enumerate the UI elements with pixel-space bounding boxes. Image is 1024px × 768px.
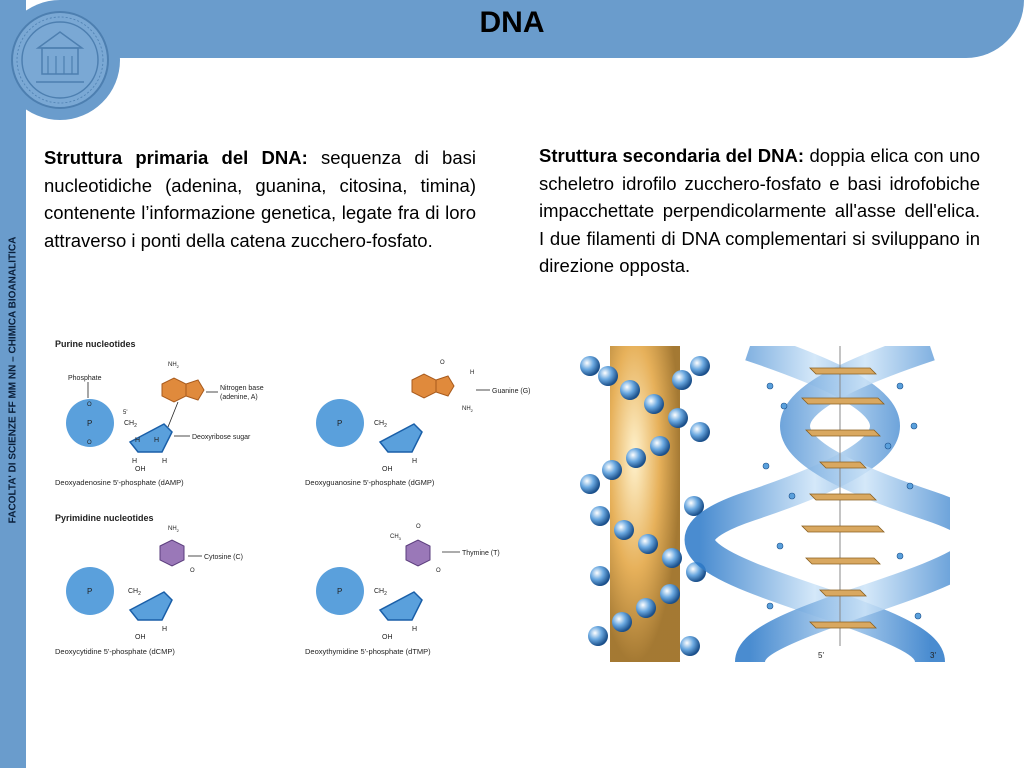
- five-prime-end-label: 5': [818, 651, 824, 660]
- damp-molecule: Phosphate P O O 5' CH2 H H H H OH NH2 Ni…: [55, 362, 264, 487]
- phosphate-sphere: [316, 567, 364, 615]
- primary-structure-heading: Struttura primaria del DNA:: [44, 147, 308, 168]
- adenine-ring-b: [185, 379, 205, 401]
- header-band: [60, 0, 1024, 58]
- thymine-label: Thymine (T): [462, 550, 500, 557]
- university-seal-icon: [11, 11, 109, 109]
- adenine-ring-a: [161, 377, 187, 403]
- svg-text:OH: OH: [382, 466, 393, 473]
- svg-text:O: O: [416, 524, 421, 530]
- guanine-ring-b: [435, 375, 455, 397]
- three-prime-end-label: 3': [930, 651, 936, 660]
- svg-text:O: O: [436, 568, 441, 574]
- thymine-ring: [405, 539, 431, 567]
- svg-text:O: O: [87, 440, 92, 446]
- svg-text:H: H: [470, 370, 474, 376]
- svg-text:OH: OH: [135, 634, 146, 641]
- deoxyribose-ring: [128, 423, 173, 453]
- phosphate-sphere: [66, 567, 114, 615]
- svg-text:P: P: [87, 587, 92, 596]
- svg-text:H: H: [132, 458, 137, 465]
- svg-text:H: H: [412, 626, 417, 633]
- deoxyribose-label: Deoxyribose sugar: [192, 434, 251, 441]
- svg-text:H: H: [154, 437, 159, 444]
- phosphate-label: Phosphate: [68, 375, 102, 382]
- nitrogen-base-label: Nitrogen base: [220, 385, 264, 392]
- secondary-structure-body: doppia elica con uno scheletro idrofilo …: [539, 145, 981, 276]
- guanine-ring-a: [411, 373, 437, 399]
- svg-text:5': 5': [123, 410, 127, 416]
- secondary-structure-heading: Struttura secondaria del DNA:: [539, 145, 805, 166]
- svg-text:O: O: [190, 568, 195, 574]
- dtmp-caption: Deoxythymidine 5'-phosphate (dTMP): [305, 647, 431, 656]
- adenine-label: (adenine, A): [220, 394, 258, 401]
- purine-title: Purine nucleotides: [55, 339, 136, 349]
- deoxyribose-ring: [128, 591, 173, 621]
- svg-text:OH: OH: [135, 466, 146, 473]
- svg-text:P: P: [337, 419, 342, 428]
- vertical-faculty-text: FACOLTA' DI SCIENZE FF MM NN – CHIMICA B…: [7, 236, 19, 524]
- nh2-label: NH2: [168, 362, 180, 369]
- svg-text:P: P: [337, 587, 342, 596]
- svg-text:P: P: [87, 419, 92, 428]
- ch2-label: CH2: [124, 420, 137, 429]
- dcmp-caption: Deoxycytidine 5'-phosphate (dCMP): [55, 647, 175, 656]
- svg-text:H: H: [162, 458, 167, 465]
- nh2-label: NH2: [462, 406, 474, 413]
- damp-caption: Deoxyadenosine 5'-phosphate (dAMP): [55, 478, 184, 487]
- primary-structure-paragraph: Struttura primaria del DNA: sequenza di …: [44, 144, 476, 254]
- ch2-label: CH2: [374, 420, 387, 429]
- secondary-structure-paragraph: Struttura secondaria del DNA: doppia eli…: [539, 142, 980, 280]
- phosphate-sphere: [316, 399, 364, 447]
- ch2-label: CH2: [374, 588, 387, 597]
- university-seal-disc: [0, 0, 120, 120]
- dgmp-molecule: P CH2 OH H O H NH2 Guanine (G) Deoxyguan…: [305, 360, 531, 487]
- svg-text:H: H: [412, 458, 417, 465]
- pyrimidine-title: Pyrimidine nucleotides: [55, 513, 154, 523]
- dgmp-caption: Deoxyguanosine 5'-phosphate (dGMP): [305, 478, 435, 487]
- svg-text:H: H: [135, 437, 140, 444]
- ch2-label: CH2: [128, 588, 141, 597]
- dcmp-molecule: P CH2 OH H NH2 O Cytosine (C) Deoxycytid…: [55, 526, 243, 656]
- svg-text:H: H: [162, 626, 167, 633]
- nh2-label: NH2: [168, 526, 180, 533]
- cytosine-ring: [159, 539, 185, 567]
- vertical-faculty-label: FACOLTA' DI SCIENZE FF MM NN – CHIMICA B…: [0, 0, 26, 768]
- page-title: DNA: [479, 6, 545, 39]
- left-sidebar-band: [0, 0, 26, 768]
- cytosine-label: Cytosine (C): [204, 554, 243, 561]
- nucleotides-figure: Purine nucleotides Pyrimidine nucleotide…: [55, 339, 531, 656]
- svg-text:O: O: [87, 402, 92, 408]
- deoxyribose-ring: [378, 423, 423, 453]
- phosphate-sphere: [66, 399, 114, 447]
- ch3-label: CH3: [390, 534, 402, 541]
- guanine-label: Guanine (G): [492, 388, 531, 395]
- deoxyribose-ring: [378, 591, 423, 621]
- svg-text:OH: OH: [382, 634, 393, 641]
- dtmp-molecule: P CH2 OH H CH3 O O Thymine (T) Deoxythym…: [305, 524, 500, 656]
- svg-text:O: O: [440, 360, 445, 366]
- primary-structure-body: sequenza di basi nucleotidiche (adenina,…: [44, 147, 476, 251]
- ribbon-dna-model: 5' 3': [685, 346, 950, 662]
- double-helix-figure: 5' 3': [580, 346, 950, 662]
- space-filling-dna-model: [580, 346, 710, 662]
